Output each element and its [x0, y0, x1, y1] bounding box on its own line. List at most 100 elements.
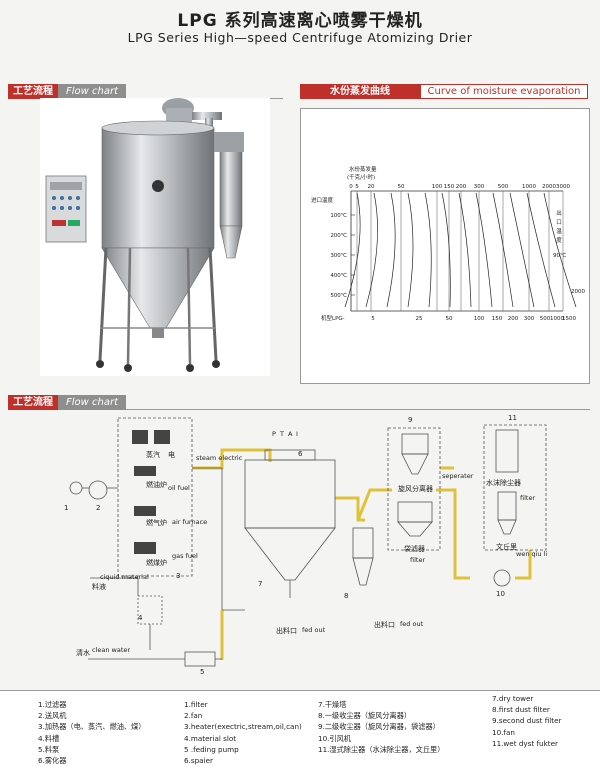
- num-4: 4: [138, 614, 143, 622]
- num-3: 3: [176, 572, 181, 580]
- inlet-tick-label: 500℃: [330, 292, 347, 299]
- legend-item: 6.spaier: [184, 756, 213, 766]
- num-8: 8: [344, 592, 349, 600]
- label-steam-electric: steam electric: [196, 454, 243, 462]
- top-tick-label: 50: [398, 184, 405, 190]
- legend-item: 9.二级收尘器（旋风分离器，袋滤器）: [318, 722, 440, 732]
- outlet-label-char: 出: [556, 209, 562, 217]
- spray-dryer-illustration: [45, 98, 244, 372]
- num-1: 1: [64, 504, 69, 512]
- num-11: 11: [508, 414, 517, 422]
- curve-title-zh: 水份蒸发曲线: [300, 84, 420, 99]
- label-liquid-zh: 料液: [92, 583, 106, 591]
- top-tick-label: 500: [498, 184, 509, 190]
- label-liquid-en: ciquid material: [100, 573, 149, 581]
- page-subtitle: LPG Series High—speed Centrifuge Atomizi…: [127, 30, 473, 45]
- curve-lines: [344, 192, 577, 308]
- legend: 1.过滤器 2.送风机 3.加热器（电、蒸汽、燃油、煤） 4.料槽 5.料泵 6…: [0, 690, 600, 784]
- label-outlet-zh-2: 出料口: [374, 621, 395, 629]
- section2-title-en: Flow chart: [58, 395, 127, 410]
- curve-line: [424, 192, 432, 308]
- model-label: 机型LPG-: [321, 314, 345, 322]
- moisture-curve-chart: 水份蒸发量 (千克/小时) 进口温度 机型LPG- 90℃ 2000 出口温度 …: [300, 108, 590, 384]
- label-steam-zh: 蒸汽: [146, 451, 160, 459]
- num-9: 9: [408, 416, 413, 424]
- num-6: 6: [298, 450, 303, 458]
- label-coal-furnace-zh: 燃煤炉: [146, 559, 167, 567]
- num-5: 5: [200, 668, 205, 676]
- legend-item: 1.过滤器: [38, 700, 67, 709]
- legend-item: 8.first dust filter: [492, 705, 550, 715]
- evap-unit: (千克/小时): [347, 173, 375, 181]
- label-wet-dust-zh: 水沫除尘器: [486, 479, 521, 487]
- num-10: 10: [496, 590, 505, 598]
- legend-item: 1.filter: [184, 700, 208, 709]
- bottom-tick-label: 25: [416, 316, 423, 322]
- legend-col2: 1.filter 2.fan 3.heater(exectric,stream,…: [184, 699, 302, 766]
- inlet-tick-label: 200℃: [330, 232, 347, 239]
- label-venturi-en: wen qiu li: [516, 550, 548, 558]
- top-tick-label: 150: [444, 184, 455, 190]
- moisture-curve-svg: 水份蒸发量 (千克/小时) 进口温度 机型LPG- 90℃ 2000 出口温度 …: [311, 165, 585, 322]
- legend-col4: 7.dry tower 8.first dust filter 9.second…: [492, 693, 561, 749]
- label-water-en: clean water: [92, 646, 131, 654]
- label-filter-zh: 袋滤器: [404, 545, 425, 553]
- process-flow-svg: [69, 417, 547, 667]
- legend-item: 5.料泵: [38, 744, 60, 754]
- bottom-tick-label: 50: [446, 316, 453, 322]
- section-title-en: Flow chart: [58, 84, 127, 99]
- top-tick-label: 200: [456, 184, 467, 190]
- top-tick-label: 100: [432, 184, 443, 190]
- right-tick: 2000: [571, 289, 585, 295]
- section2-title-zh: 工艺流程: [8, 395, 58, 410]
- curve-line: [441, 192, 451, 308]
- curve-line: [509, 192, 535, 308]
- legend-col1: 1.过滤器 2.送风机 3.加热器（电、蒸汽、燃油、煤） 4.料槽 5.料泵 6…: [38, 699, 145, 766]
- inlet-tick-label: 400℃: [330, 272, 347, 279]
- legend-item: 2.送风机: [38, 711, 67, 721]
- section-title-zh: 工艺流程: [8, 84, 58, 99]
- top-tick-label: 20: [368, 184, 375, 190]
- bottom-tick-label: 200: [508, 316, 519, 322]
- label-cyclone-zh: 旋风分离器: [398, 485, 433, 493]
- curve-line: [526, 192, 556, 308]
- label-wet-filter-en: filter: [520, 494, 536, 502]
- flow-chart-header-top: 工艺流程 Flow chart: [8, 84, 283, 99]
- bottom-tick-label: 300: [524, 316, 535, 322]
- curve-line: [475, 192, 493, 308]
- label-top-t: T: [280, 430, 284, 438]
- legend-item: 7.dry tower: [492, 694, 534, 703]
- label-venturi-zh: 文丘里: [496, 543, 517, 551]
- label-top-a: A: [288, 430, 293, 438]
- top-tick-label: 1000: [522, 184, 536, 190]
- legend-item: 5 .feding pump: [184, 744, 239, 754]
- top-tick-label: 300: [474, 184, 485, 190]
- legend-item: 7.干燥塔: [318, 700, 347, 709]
- evap-label: 水份蒸发量: [349, 165, 377, 173]
- legend-item: 4.material slot: [184, 733, 237, 743]
- legend-item: 10.fan: [492, 727, 515, 737]
- bottom-tick-label: 1000: [550, 316, 564, 322]
- label-outlet-zh-1: 出料口: [276, 627, 297, 635]
- bottom-tick-label: 100: [474, 316, 485, 322]
- legend-item: 9.second dust filter: [492, 716, 562, 726]
- label-air-furnace-zh: 燃气炉: [146, 519, 167, 527]
- legend-item: 3.heater(exectric,stream,oil,can): [184, 722, 302, 732]
- label-separator-en: seperater: [442, 472, 474, 480]
- legend-item: 11.wet dyst fukter: [492, 738, 558, 748]
- outlet-label-char: 温: [556, 227, 562, 235]
- curve-line: [407, 192, 414, 308]
- label-oil-fuel: oil fuel: [168, 484, 190, 492]
- label-oil-furnace-zh: 燃油炉: [146, 481, 167, 489]
- page-title: LPG 系列高速离心喷雾干燥机: [177, 11, 423, 31]
- inlet-tick-label: 100℃: [330, 212, 347, 219]
- top-tick-label: 0: [349, 184, 353, 190]
- label-outlet-en-1: fed out: [302, 626, 326, 634]
- curve-line: [386, 192, 396, 308]
- label-top-p: P: [272, 430, 276, 438]
- label-top-i: I: [296, 430, 298, 438]
- bottom-tick-label: 5: [371, 316, 375, 322]
